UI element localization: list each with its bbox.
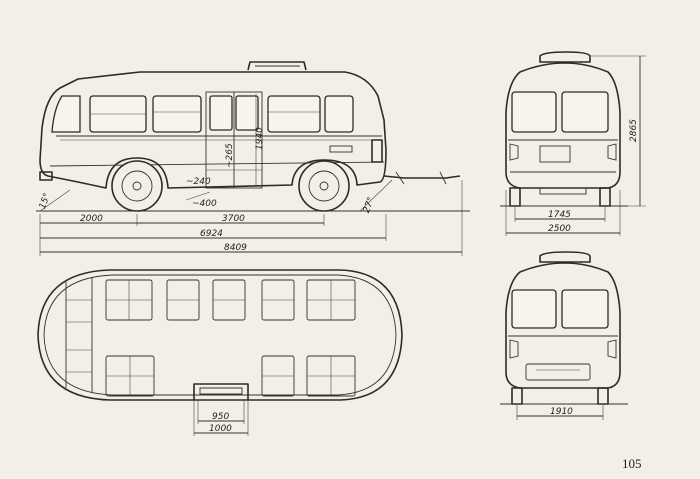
rear-wheels xyxy=(511,387,609,405)
departure-angle-label: 27° xyxy=(362,196,377,214)
windscreen-left xyxy=(511,91,557,133)
overall-height-label: 2865 xyxy=(629,119,639,142)
body-length-label: 6924 xyxy=(200,229,223,239)
overall-length-label: 8409 xyxy=(224,243,247,253)
front-body-outline xyxy=(505,62,621,189)
floor-step-label: ~265 xyxy=(225,143,235,168)
side-body-outline xyxy=(39,71,387,189)
side-window xyxy=(324,95,354,133)
wheelbase-label: 3700 xyxy=(222,214,245,224)
rear-bumper xyxy=(525,363,591,381)
side-window xyxy=(152,95,202,133)
interior-height-label: 1940 xyxy=(255,127,265,150)
floor-clearance-label: ~400 xyxy=(192,199,217,209)
page-number: 105 xyxy=(622,456,642,471)
door-step xyxy=(193,383,249,400)
plan-body-outline xyxy=(37,269,403,401)
windscreen-right xyxy=(561,91,609,133)
side-view: 15° 27° 1940 ~265 ~240 ~400 xyxy=(36,61,470,214)
ground-clearance-label: ~240 xyxy=(186,177,211,187)
rear-wheel xyxy=(298,160,350,212)
front-track-label: 1745 xyxy=(548,210,571,220)
rear-light xyxy=(371,139,383,163)
plan-view: 950 1000 xyxy=(37,269,403,436)
seat-row-left xyxy=(105,279,356,321)
rear-view: 1910 xyxy=(500,251,628,420)
side-window xyxy=(267,95,321,133)
rear-track-label: 1910 xyxy=(550,407,573,417)
roof-hatch-rear xyxy=(539,251,591,263)
side-dimension-lines: 2000 3700 6924 8409 xyxy=(39,180,463,256)
front-view: 1745 2500 2865 xyxy=(500,51,646,236)
front-wheel xyxy=(111,160,163,212)
rear-window-right xyxy=(561,289,609,329)
tow-bar xyxy=(383,175,461,179)
roof-hatch xyxy=(247,61,307,71)
headlamp xyxy=(39,171,53,181)
front-overhang-label: 2000 xyxy=(80,214,103,224)
rear-body-outline xyxy=(505,262,621,389)
roof-hatch-front xyxy=(539,51,591,63)
radiator-grille xyxy=(539,145,571,163)
door-outer-width-label: 1000 xyxy=(209,424,232,434)
door-inner-width-label: 950 xyxy=(212,412,229,422)
rear-window-left xyxy=(511,289,557,329)
approach-angle-label: 15° xyxy=(38,192,53,210)
seat-row-right xyxy=(105,355,356,397)
overall-width-label: 2500 xyxy=(548,224,571,234)
windscreen xyxy=(51,95,81,133)
front-wheels xyxy=(509,187,611,207)
